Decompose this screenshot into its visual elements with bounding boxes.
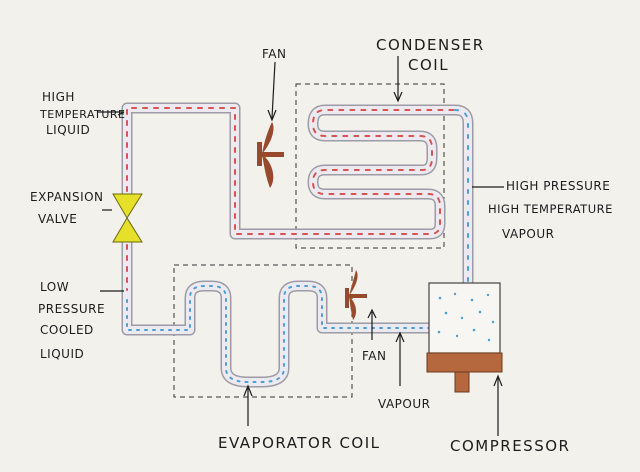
vapour-label: VAPOUR [378, 397, 430, 411]
hot-liquid-label-1: HIGH [42, 90, 75, 104]
arrows [98, 56, 504, 436]
low-pressure-label-2: PRESSURE [38, 302, 105, 316]
condenser-box [295, 83, 445, 249]
high-pressure-label-1: HIGH PRESSURE [506, 179, 610, 193]
low-pressure-label-4: LIQUID [40, 347, 84, 361]
low-pressure-label-1: LOW [40, 280, 69, 294]
cold-tubing [121, 228, 436, 388]
hot-liquid-label-2: TEMPERATURE [39, 108, 125, 121]
expansion-label-1: EXPANSION [30, 190, 104, 204]
compressor [426, 282, 503, 393]
fan-top-arrow [271, 61, 276, 119]
hot-tubing [121, 102, 474, 292]
fan-bottom-label: FAN [362, 349, 387, 363]
high-pressure-label-2: HIGH TEMPERATURE [488, 202, 613, 216]
expansion-label-2: VALVE [38, 212, 77, 226]
high-pressure-label-3: VAPOUR [502, 227, 554, 241]
evaporator-label: EVAPORATOR COIL [218, 434, 381, 452]
expansion-valve [112, 193, 143, 243]
low-pressure-label-3: COOLED [40, 323, 94, 337]
compressor-label: COMPRESSOR [450, 437, 570, 455]
evaporator-fan-icon [345, 270, 367, 320]
condenser-label-2: COIL [408, 56, 449, 74]
condenser-fan-icon [257, 122, 284, 188]
condenser-label: CONDENSER [376, 36, 485, 54]
hot-liquid-label-3: LIQUID [46, 123, 90, 137]
fan-top-label: FAN [262, 47, 287, 61]
